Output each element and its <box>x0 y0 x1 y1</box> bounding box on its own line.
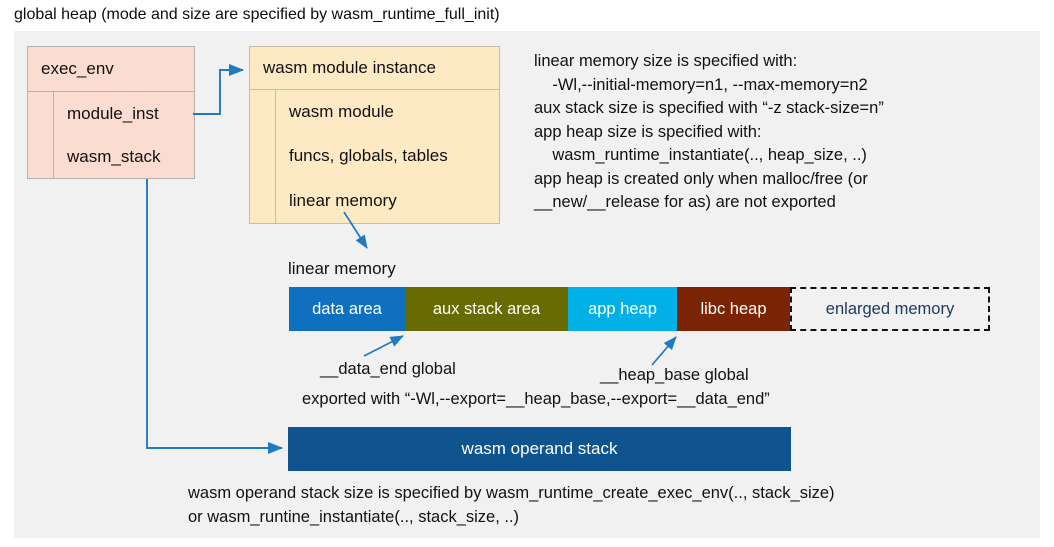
memory-segment-enlarged-memory-label: enlarged memory <box>825 299 955 318</box>
module-instance-field-wasm-module-label: wasm module <box>289 102 394 121</box>
exec-env-field-wasm-stack-label: wasm_stack <box>67 146 161 166</box>
memory-segment-libc-heap-label: libc heap <box>700 299 767 318</box>
exec-env-field-wasm-stack: wasm_stack <box>53 135 195 179</box>
wasm-operand-stack-bar: wasm operand stack <box>288 427 791 471</box>
wasm-operand-stack-label: wasm operand stack <box>461 439 618 458</box>
module-instance-header: wasm module instance <box>249 46 500 90</box>
memory-segment-aux-stack-area: aux stack area <box>405 287 568 331</box>
linear-memory-band-label: linear memory <box>288 259 396 278</box>
memory-segment-app-heap: app heap <box>568 287 677 331</box>
exec-env-field-module-inst-label: module_inst <box>67 103 159 123</box>
data-end-global-note: __data_end global <box>320 360 456 378</box>
memory-segment-libc-heap: libc heap <box>677 287 790 331</box>
memory-segment-aux-stack-area-label: aux stack area <box>432 299 541 318</box>
heap-base-global-note: __heap_base global <box>600 366 749 384</box>
exec-env-indent-column <box>27 92 54 179</box>
exec-env-field-module-inst: module_inst <box>53 92 195 136</box>
module-instance-field-funcs-globals-tables: funcs, globals, tables <box>275 134 500 179</box>
module-instance-indent-column <box>249 90 276 224</box>
module-instance-header-label: wasm module instance <box>263 58 436 77</box>
memory-segment-data-area-label: data area <box>312 299 382 318</box>
memory-segment-app-heap-label: app heap <box>588 299 657 318</box>
module-instance-field-linear-memory: linear memory <box>275 178 500 224</box>
module-instance-field-linear-memory-label: linear memory <box>289 190 397 210</box>
module-instance-field-wasm-module: wasm module <box>275 90 500 135</box>
memory-segment-enlarged-memory: enlarged memory <box>790 287 990 331</box>
export-hint-note: exported with “-Wl,--export=__heap_base,… <box>302 390 770 408</box>
memory-segment-data-area: data area <box>289 287 405 331</box>
exec-env-header-label: exec_env <box>41 59 114 78</box>
exec-env-header: exec_env <box>27 46 195 92</box>
page-title: global heap (mode and size are specified… <box>14 6 500 23</box>
memory-spec-note: linear memory size is specified with: -W… <box>534 52 884 211</box>
module-instance-field-funcs-globals-tables-label: funcs, globals, tables <box>289 146 448 165</box>
operand-stack-spec-note: wasm operand stack size is specified by … <box>188 484 835 526</box>
